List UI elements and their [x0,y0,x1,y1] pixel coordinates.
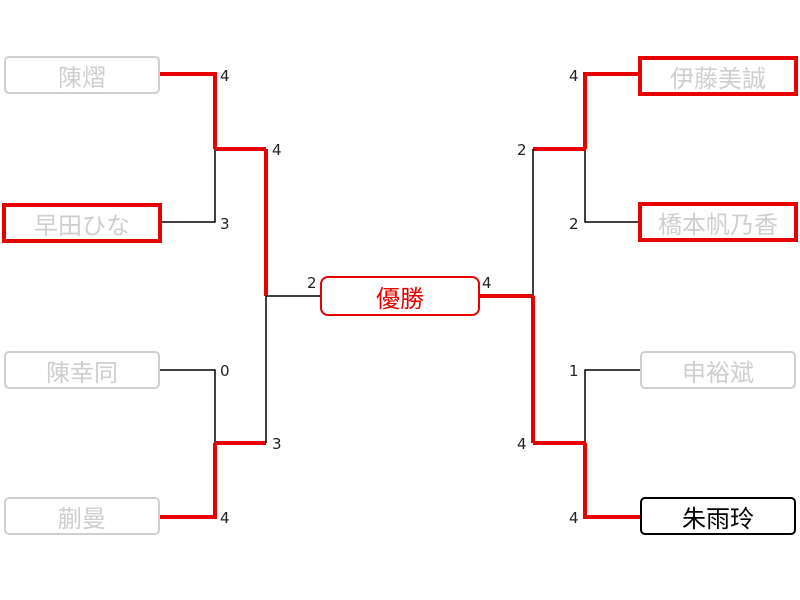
player-box-left-2: 早田ひな [2,203,162,243]
player-name: 陳熠 [58,63,106,92]
player-box-right-1: 伊藤美誠 [638,56,798,96]
player-name: 申裕斌 [682,358,754,387]
score-right-r1-1: 4 [569,67,579,85]
player-box-right-3: 申裕斌 [640,351,796,389]
left-m2-bottom-line [160,443,217,519]
score-left-final: 2 [307,274,317,292]
score-left-r2-1: 4 [272,141,282,159]
score-right-r1-3: 1 [569,362,579,380]
left-m1-top-line [160,72,217,149]
player-name: 伊藤美誠 [670,64,766,93]
right-m2-top-line [584,369,640,443]
player-name: 蒯曼 [58,504,106,533]
score-left-r1-2: 3 [220,215,230,233]
player-name: 朱雨玲 [682,504,754,533]
player-name: 陳幸同 [46,358,118,387]
player-box-left-3: 陳幸同 [4,351,160,389]
score-right-r2-2: 4 [517,435,527,453]
score-right-r2-1: 2 [517,141,527,159]
score-left-r1-4: 4 [220,509,230,527]
player-box-left-4: 蒯曼 [4,497,160,535]
right-m2-bottom-line [583,443,640,519]
right-m1-top-line [583,72,640,149]
score-left-r1-3: 0 [220,362,230,380]
score-left-r1-1: 4 [220,67,230,85]
score-right-r1-2: 2 [569,215,579,233]
player-name: 早田ひな [34,211,130,240]
score-left-r2-2: 3 [272,435,282,453]
champion-box: 優勝 [320,276,480,316]
score-right-final: 4 [482,274,492,292]
player-box-right-2: 橋本帆乃香 [638,202,798,242]
left-m1-bottom-line [160,149,216,223]
left-m2-top-line [160,369,216,443]
player-box-right-4: 朱雨玲 [640,497,796,535]
player-name: 橋本帆乃香 [658,210,778,239]
champion-label: 優勝 [376,284,424,313]
right-m1-bottom-line [584,149,640,223]
player-box-left-1: 陳熠 [4,56,160,94]
score-right-r1-4: 4 [569,509,579,527]
